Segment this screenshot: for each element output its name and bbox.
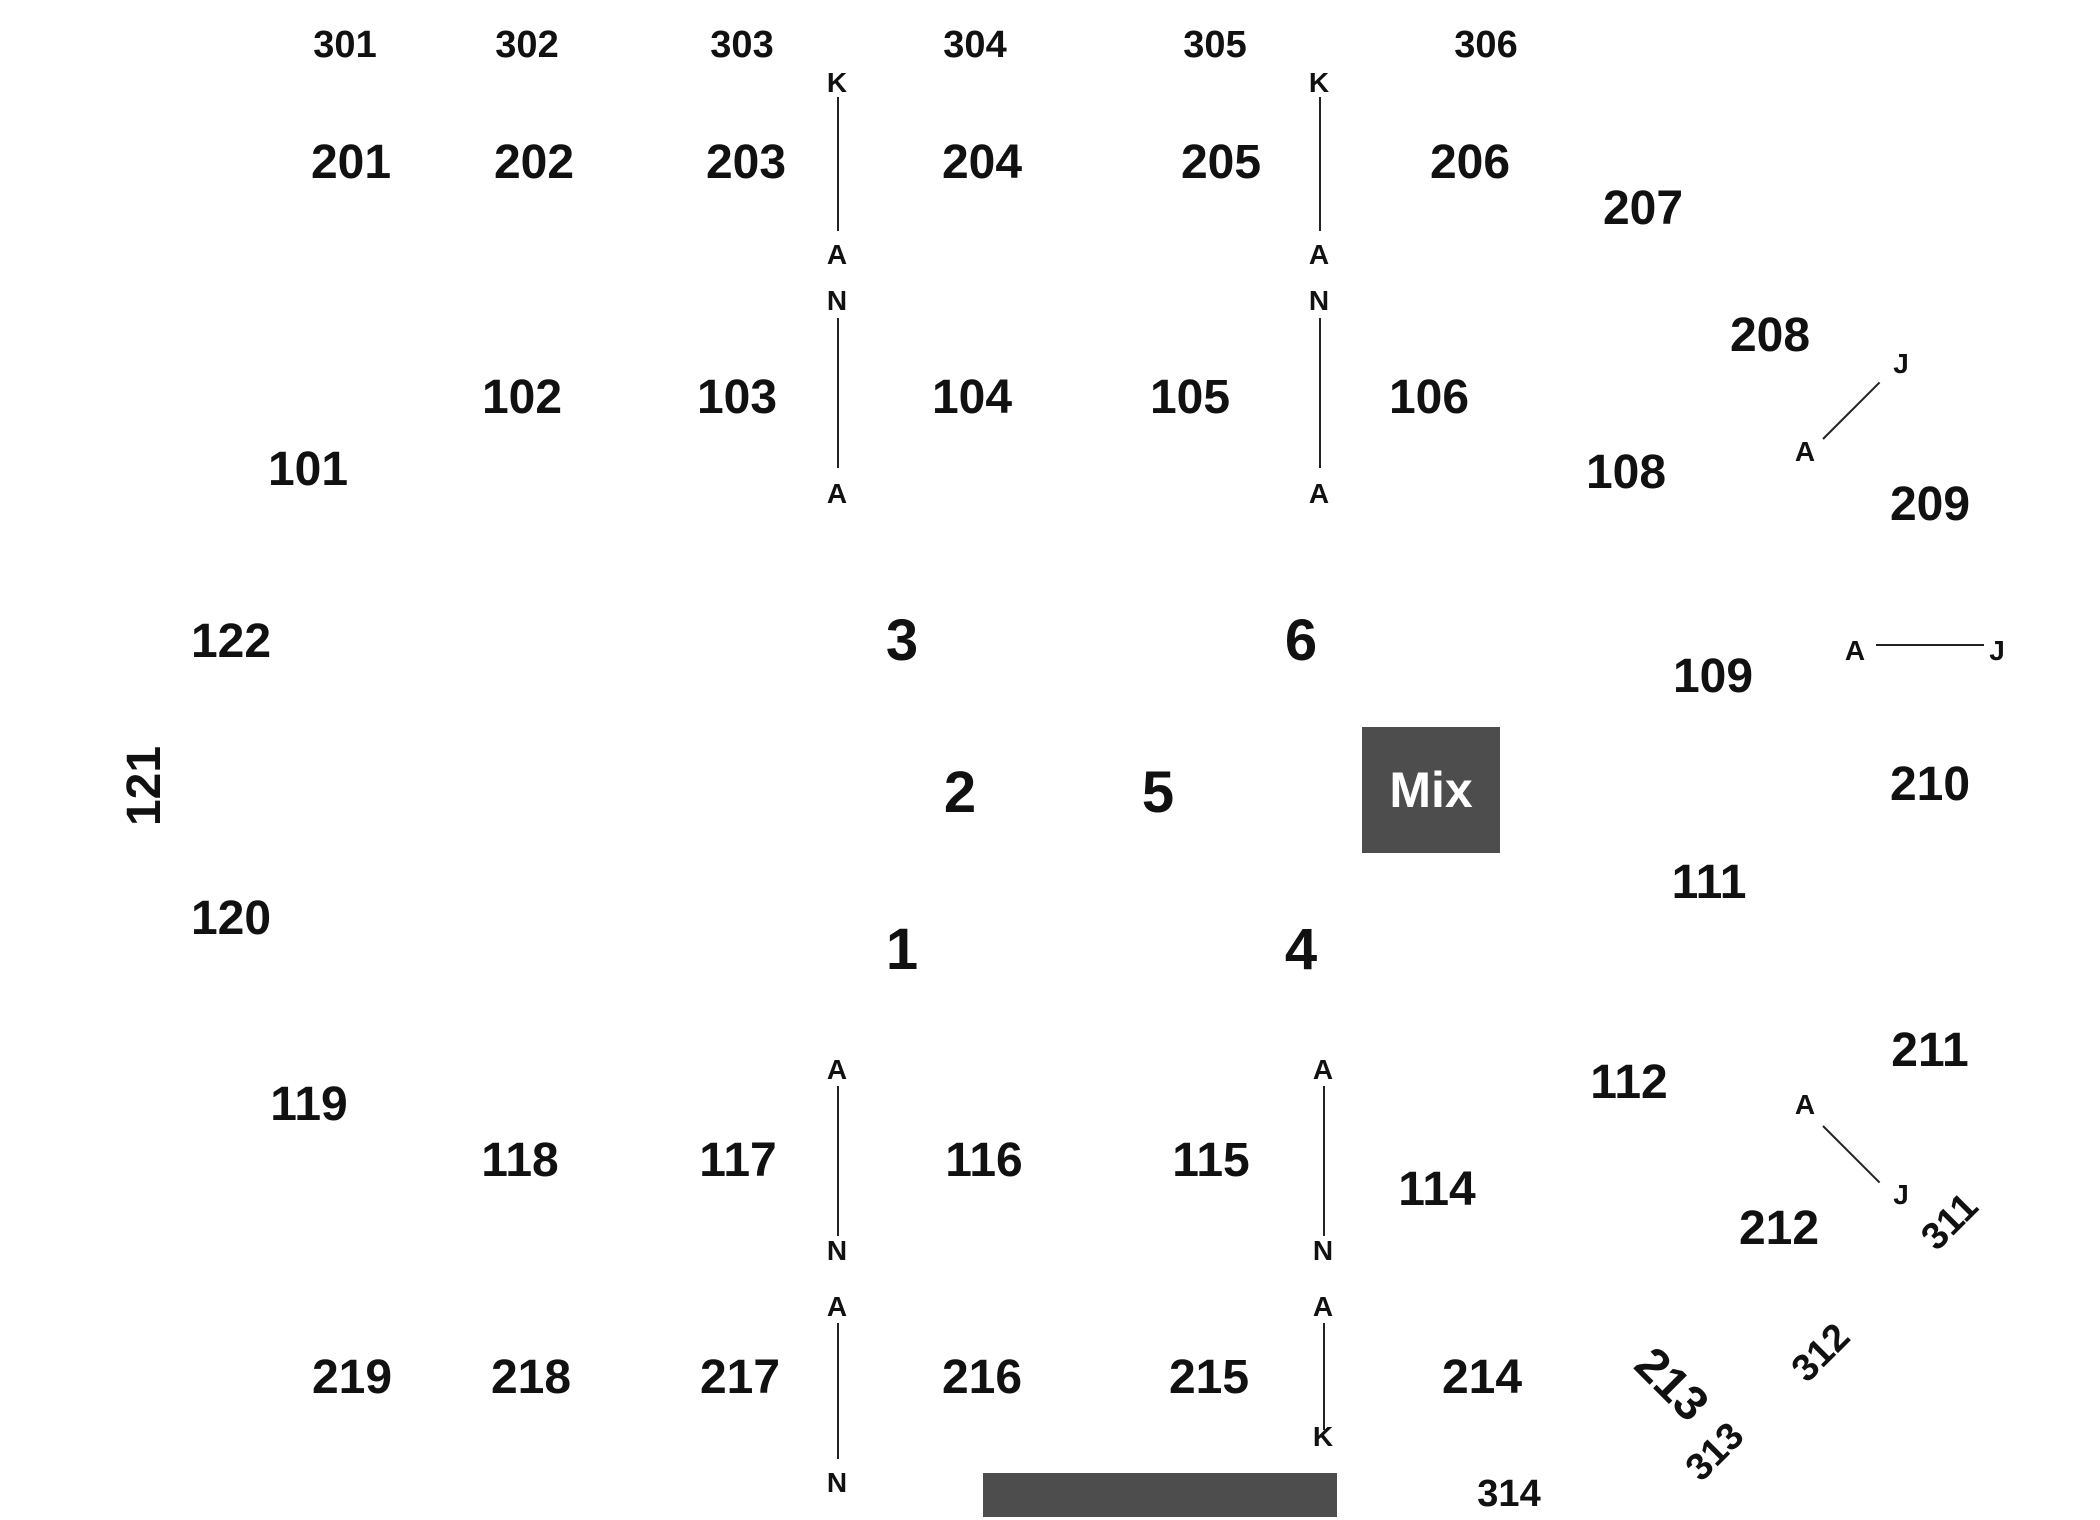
section-205[interactable]: 205	[1180, 136, 1262, 189]
row-marker-k: K	[826, 67, 848, 98]
floor-section-1[interactable]: 1	[885, 917, 919, 982]
section-212[interactable]: 212	[1738, 1202, 1820, 1255]
section-302[interactable]: 302	[495, 24, 559, 66]
section-103[interactable]: 103	[696, 371, 778, 424]
floor-section-3[interactable]: 3	[885, 608, 919, 673]
row-marker-n: N	[1308, 285, 1330, 316]
section-208[interactable]: 208	[1729, 309, 1811, 362]
floor-section-6[interactable]: 6	[1284, 608, 1318, 673]
row-marker-a: A	[826, 239, 848, 270]
section-105[interactable]: 105	[1149, 371, 1231, 424]
section-210[interactable]: 210	[1889, 758, 1971, 811]
section-217[interactable]: 217	[699, 1351, 781, 1404]
section-215[interactable]: 215	[1168, 1351, 1250, 1404]
section-117[interactable]: 117	[699, 1134, 777, 1187]
aisle-line-211-212	[1822, 1125, 1881, 1184]
section-101[interactable]: 101	[267, 443, 349, 496]
section-219[interactable]: 219	[311, 1351, 393, 1404]
section-305[interactable]: 305	[1183, 24, 1247, 66]
section-122[interactable]: 122	[190, 615, 272, 668]
row-marker-a: A	[826, 1291, 848, 1322]
section-209[interactable]: 209	[1889, 478, 1971, 531]
floor-section-2[interactable]: 2	[943, 760, 977, 825]
section-118[interactable]: 118	[481, 1134, 559, 1187]
section-304[interactable]: 304	[943, 24, 1007, 66]
aisle-line-lower-left-100	[837, 1086, 839, 1236]
row-marker-j: J	[1893, 1179, 1909, 1210]
section-109[interactable]: 109	[1672, 650, 1754, 703]
section-112[interactable]: 112	[1590, 1056, 1668, 1109]
row-marker-a: A	[826, 478, 848, 509]
aisle-line-right-100	[1319, 318, 1321, 468]
aisle-line-lower-right-100	[1323, 1086, 1325, 1236]
stage	[983, 1473, 1337, 1517]
section-306[interactable]: 306	[1454, 24, 1518, 66]
row-marker-a: A	[1844, 635, 1866, 666]
row-marker-a: A	[1312, 1291, 1334, 1322]
aisle-line-left-200	[837, 97, 839, 231]
row-marker-a: A	[1308, 478, 1330, 509]
section-211[interactable]: 211	[1891, 1024, 1969, 1077]
section-301[interactable]: 301	[313, 24, 377, 66]
row-marker-a: A	[826, 1054, 848, 1085]
row-marker-k: K	[1308, 67, 1330, 98]
section-106[interactable]: 106	[1388, 371, 1470, 424]
aisle-line-209-210	[1876, 644, 1984, 646]
aisle-line-lower-right-200	[1323, 1323, 1325, 1430]
row-marker-n: N	[826, 1235, 848, 1266]
section-119[interactable]: 119	[270, 1078, 348, 1131]
section-111[interactable]: 111	[1671, 856, 1747, 909]
section-115[interactable]: 115	[1172, 1134, 1250, 1187]
row-marker-a: A	[1312, 1054, 1334, 1085]
aisle-line-208-209	[1822, 381, 1881, 440]
section-102[interactable]: 102	[481, 371, 563, 424]
section-202[interactable]: 202	[493, 136, 575, 189]
mix-booth-label: Mix	[1389, 762, 1473, 818]
row-marker-n: N	[1312, 1235, 1334, 1266]
section-120[interactable]: 120	[190, 892, 272, 945]
aisle-line-right-200	[1319, 97, 1321, 231]
section-204[interactable]: 204	[941, 136, 1023, 189]
section-214[interactable]: 214	[1441, 1351, 1523, 1404]
section-104[interactable]: 104	[931, 371, 1013, 424]
section-218[interactable]: 218	[490, 1351, 572, 1404]
section-206[interactable]: 206	[1429, 136, 1511, 189]
aisle-line-lower-left-200	[837, 1323, 839, 1459]
floor-section-4[interactable]: 4	[1284, 917, 1318, 982]
section-108[interactable]: 108	[1585, 446, 1667, 499]
section-313[interactable]: 313	[1677, 1414, 1753, 1490]
row-marker-a: A	[1308, 239, 1330, 270]
row-marker-a: A	[1794, 436, 1816, 467]
row-marker-a: A	[1794, 1089, 1816, 1120]
section-121[interactable]: 121	[118, 745, 171, 827]
row-marker-j: J	[1989, 635, 2005, 666]
section-314[interactable]: 314	[1477, 1473, 1541, 1515]
section-311[interactable]: 311	[1913, 1185, 1987, 1259]
section-203[interactable]: 203	[705, 136, 787, 189]
section-312[interactable]: 312	[1783, 1315, 1859, 1391]
section-116[interactable]: 116	[945, 1134, 1023, 1187]
row-marker-n: N	[826, 1467, 848, 1498]
row-marker-n: N	[826, 285, 848, 316]
mix-booth: Mix	[1362, 727, 1500, 853]
floor-section-5[interactable]: 5	[1141, 760, 1175, 825]
section-201[interactable]: 201	[310, 136, 392, 189]
row-marker-j: J	[1893, 348, 1909, 379]
aisle-line-left-100	[837, 318, 839, 468]
row-marker-k: K	[1312, 1421, 1334, 1452]
section-114[interactable]: 114	[1398, 1163, 1476, 1216]
section-303[interactable]: 303	[710, 24, 774, 66]
section-216[interactable]: 216	[941, 1351, 1023, 1404]
section-207[interactable]: 207	[1602, 182, 1684, 235]
section-213[interactable]: 213	[1624, 1337, 1719, 1432]
